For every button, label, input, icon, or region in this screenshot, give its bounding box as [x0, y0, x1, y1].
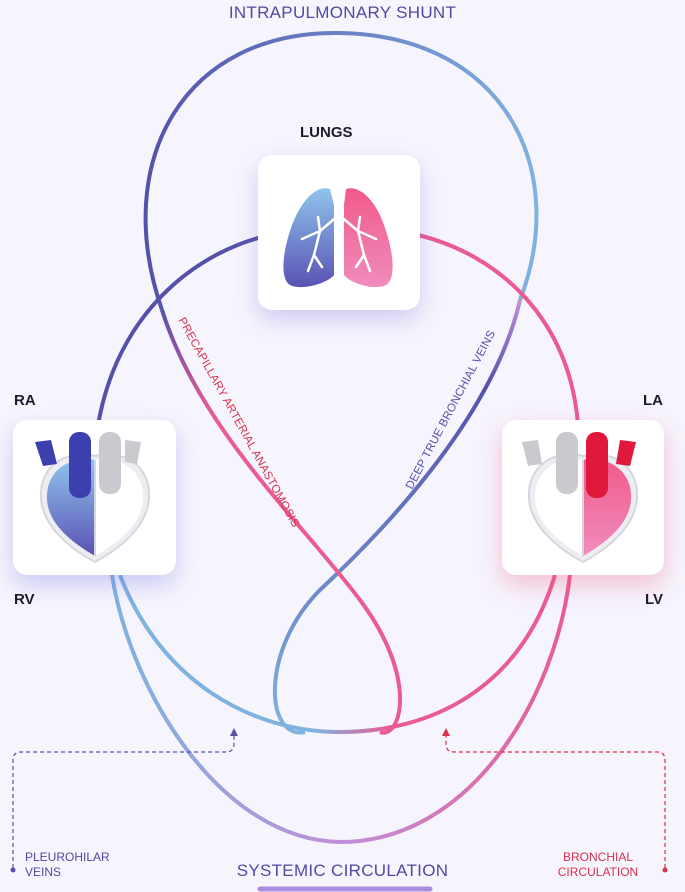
bronchial-arrowhead: [442, 728, 450, 736]
bronchial-dot: [662, 867, 668, 873]
pleurohilar-arrowhead: [230, 728, 238, 736]
ra-label: RA: [14, 392, 36, 409]
bronchial-connector: [445, 735, 666, 868]
pleurohilar-dot: [10, 867, 16, 873]
intrapulmonary-shunt-path: [143, 30, 539, 311]
deep-bronchial-label: DEEP TRUE BRONCHIAL VEINS: [404, 329, 498, 492]
precapillary-anastomosis-path: [160, 309, 402, 735]
pleurohilar-veins-label: PLEUROHILAR VEINS: [25, 850, 110, 879]
lv-label: LV: [645, 591, 664, 608]
systemic-circulation-path: [110, 574, 572, 845]
pleurohilar-connector: [12, 735, 235, 868]
intrapulmonary-shunt-label: INTRAPULMONARY SHUNT: [228, 3, 457, 22]
deep-bronchial-veins-path: [272, 299, 522, 735]
bronchial-loop-path: [118, 574, 557, 735]
pulmonary-vein-path: [417, 233, 580, 426]
systemic-circulation-label: SYSTEMIC CIRCULATION: [236, 861, 449, 880]
precapillary-label: PRECAPILLARY ARTERIAL ANASTOMOSIS: [175, 316, 301, 530]
la-label: LA: [643, 392, 663, 409]
lungs-icon: [283, 181, 393, 288]
bronchial-circulation-label: BRONCHIAL CIRCULATION: [557, 850, 639, 879]
lungs-label: LUNGS: [300, 124, 353, 141]
lungs-card: [258, 155, 420, 310]
right-heart-icon: [35, 432, 151, 564]
right-heart-card: [13, 420, 176, 575]
left-heart-card: [502, 420, 664, 575]
rv-label: RV: [14, 591, 35, 608]
left-heart-icon: [522, 432, 639, 564]
pulmonary-artery-path: [96, 235, 263, 426]
